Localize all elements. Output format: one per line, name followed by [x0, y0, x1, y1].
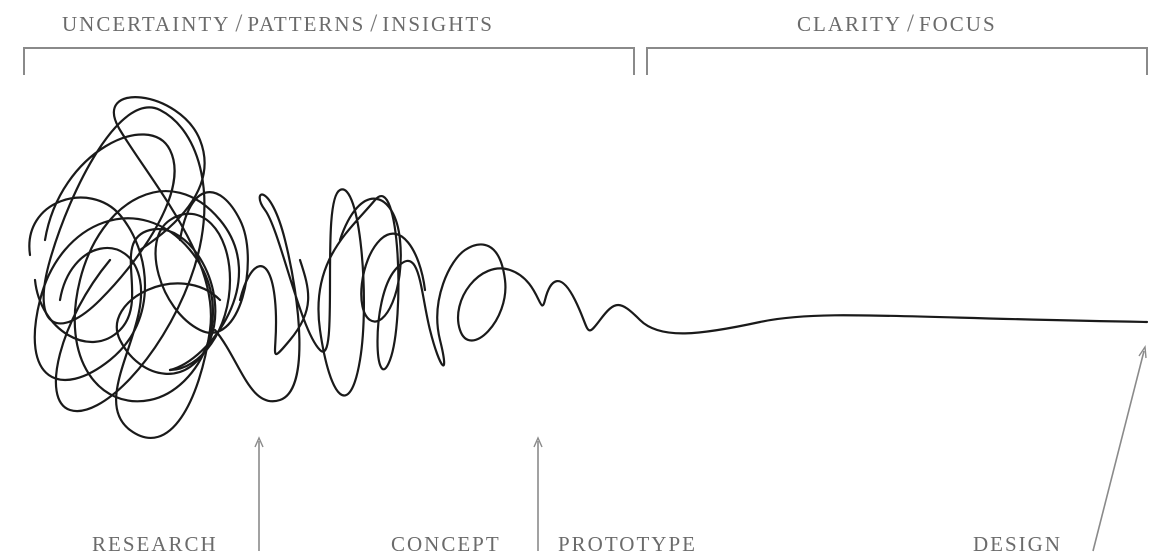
pointer-design	[1093, 351, 1144, 551]
stage-label-prototype: PROTOTYPE	[558, 534, 697, 555]
stage-label-design: DESIGN	[973, 534, 1062, 555]
stage-label-concept: CONCEPT	[391, 534, 501, 555]
stage-label-research: RESEARCH	[92, 534, 218, 555]
bracket-uncertainty-phase	[24, 48, 634, 75]
bracket-clarity-phase	[647, 48, 1147, 75]
design-squiggle-line	[29, 97, 1147, 438]
